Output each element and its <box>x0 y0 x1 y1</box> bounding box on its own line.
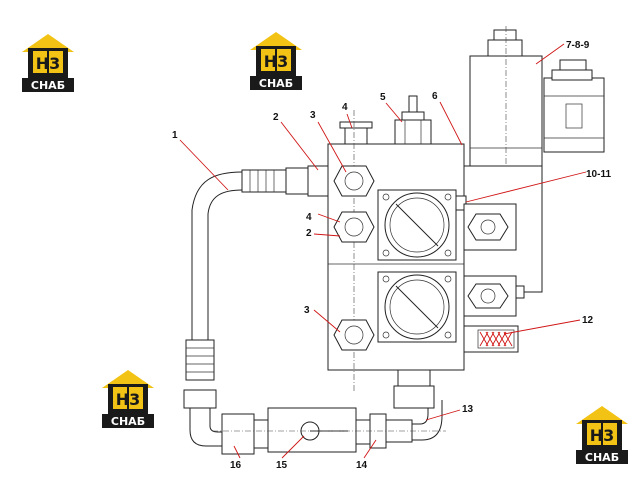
svg-text:H3: H3 <box>264 52 289 71</box>
callout-5: 5 <box>380 92 386 103</box>
callout-16: 16 <box>230 460 242 471</box>
svg-text:CHAБ: CHAБ <box>259 77 293 90</box>
bottom-line-assembly <box>212 369 446 455</box>
svg-text:H3: H3 <box>590 426 615 445</box>
logo-top-left: H3 CHAБ <box>22 34 74 92</box>
logo-top-center: H3 CHAБ <box>250 32 302 90</box>
callout-6: 6 <box>432 91 438 102</box>
upper-cover <box>377 189 467 261</box>
callout-14: 14 <box>356 460 368 471</box>
callout-3-upper: 3 <box>310 110 316 121</box>
left-port-lower <box>333 319 375 351</box>
callout-2-lower: 2 <box>306 228 312 239</box>
callout-4-lower: 4 <box>306 212 312 223</box>
callout-4-upper: 4 <box>342 102 348 113</box>
callout-1: 1 <box>172 130 178 141</box>
right-upper-port <box>463 203 517 251</box>
callout-12: 12 <box>582 315 594 326</box>
left-port-upper <box>333 165 375 197</box>
lower-cover <box>377 271 457 343</box>
filter-element <box>463 325 519 353</box>
callout-3-lower: 3 <box>304 305 310 316</box>
callout-10-11: 10-11 <box>586 169 611 180</box>
solenoid-coil <box>469 26 605 176</box>
svg-text:CHAБ: CHAБ <box>111 415 145 428</box>
left-port-middle <box>333 211 375 243</box>
leader-lines <box>179 43 587 459</box>
callout-7-8-9: 7-8-9 <box>566 40 590 51</box>
right-lower-port <box>463 275 525 317</box>
svg-text:CHAБ: CHAБ <box>31 79 65 92</box>
svg-text:H3: H3 <box>116 390 141 409</box>
callout-13: 13 <box>462 404 474 415</box>
pipe-1 <box>183 165 329 447</box>
callout-labels: 1 2 3 4 5 6 7-8-9 10-11 4 2 3 12 13 14 1… <box>172 40 611 471</box>
logo-bottom-right: H3 CHAБ <box>576 406 628 464</box>
svg-text:CHAБ: CHAБ <box>585 451 619 464</box>
callout-2-upper: 2 <box>273 112 279 123</box>
logo-bottom-left: H3 CHAБ <box>102 370 154 428</box>
svg-text:H3: H3 <box>36 54 61 73</box>
callout-15: 15 <box>276 460 288 471</box>
